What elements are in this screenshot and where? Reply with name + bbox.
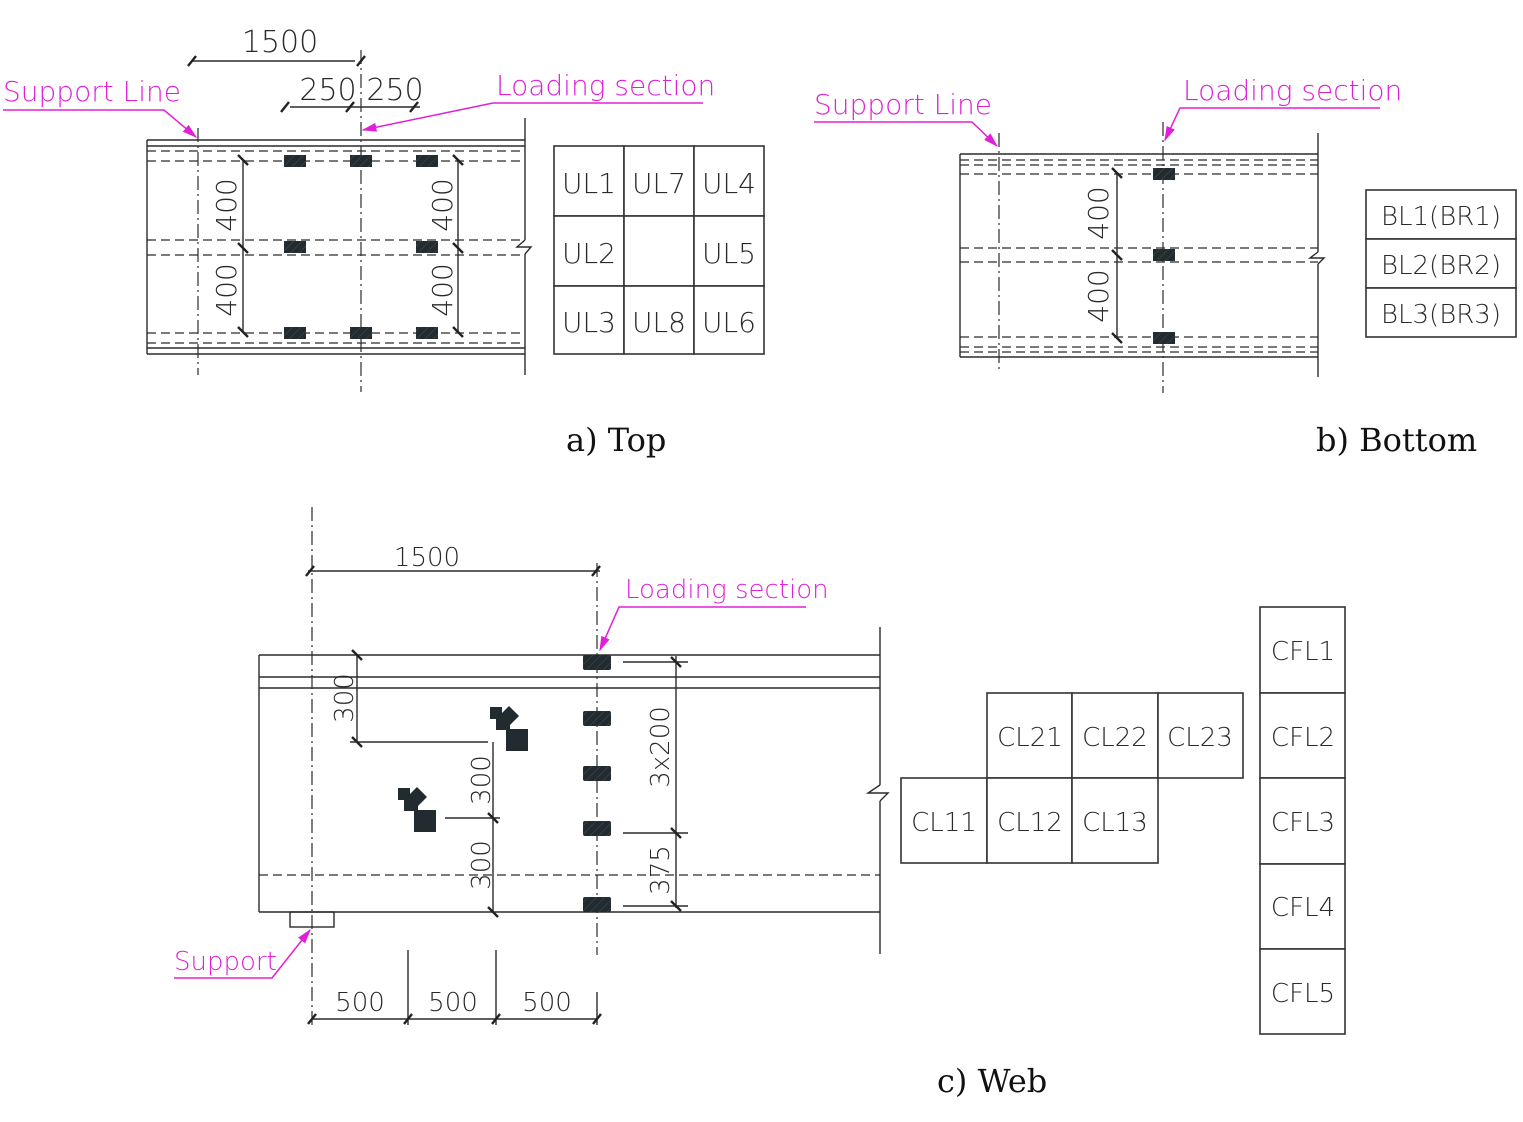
web-dim-rosette-mid: 300 [467, 755, 497, 805]
web-rosette-table: CL21 CL22 CL23 CL11 CL12 CL13 [900, 692, 1244, 864]
web-panel: 1500 300 300 300 3x200 375 500 500 500 L… [174, 507, 1346, 1100]
gauge-label-ul5: UL5 [702, 237, 756, 270]
gauge-label-cl22: CL22 [1082, 723, 1148, 753]
top-dim-right-offset: 250 [366, 73, 423, 108]
top-dim-vertical-2: 400 [210, 263, 243, 316]
web-dim-bottom-2: 500 [428, 988, 478, 1018]
web-support-leader [174, 928, 311, 979]
web-girder-outline [258, 627, 890, 954]
gauge-label-ul1: UL1 [562, 167, 616, 200]
bottom-support-line-label: Support Line [814, 88, 992, 121]
top-caption: a) Top [566, 421, 666, 459]
gauge-marker [583, 897, 611, 912]
top-loading-section-label: Loading section [496, 69, 715, 102]
top-dim-vertical-1: 400 [210, 178, 243, 231]
bottom-panel: 400 400 Support Line Loading section BL1… [814, 74, 1517, 459]
gauge-label-bl3: BL3(BR3) [1381, 300, 1501, 330]
gauge-marker [1153, 168, 1175, 180]
gauge-marker [583, 655, 611, 670]
gauge-label-ul3: UL3 [562, 306, 616, 339]
gauge-marker [583, 711, 611, 726]
gauge-label-ul2: UL2 [562, 237, 616, 270]
bottom-caption: b) Bottom [1316, 421, 1477, 459]
strain-rosette-lower [398, 787, 436, 832]
bottom-flange-outline [959, 133, 1326, 377]
web-gauges [583, 655, 611, 912]
gauge-marker [416, 241, 438, 253]
top-loading-section-leader [361, 102, 703, 132]
gauge-label-cl12: CL12 [997, 808, 1063, 838]
gauge-label-cl13: CL13 [1082, 808, 1148, 838]
gauge-marker [350, 155, 372, 167]
gauge-label-ul7: UL7 [632, 167, 686, 200]
web-dim-rosette-bottom: 300 [467, 840, 497, 890]
bottom-gauge-table: BL1(BR1) BL2(BR2) BL3(BR3) [1365, 189, 1517, 338]
gauge-marker [416, 155, 438, 167]
bottom-dim-vertical-2: 400 [1082, 269, 1115, 322]
web-loading-section-label: Loading section [625, 575, 829, 605]
gauge-marker [284, 241, 306, 253]
gauge-label-cl23: CL23 [1167, 723, 1233, 753]
bottom-dimensions [1111, 167, 1123, 344]
top-dim-left-offset: 250 [299, 73, 356, 108]
gauge-marker [284, 327, 306, 339]
top-support-line-label: Support Line [3, 75, 181, 108]
web-flange-table: CFL1 CFL2 CFL3 CFL4 CFL5 [1259, 606, 1346, 1035]
web-dim-bottom-1: 500 [335, 988, 385, 1018]
gauge-label-ul6: UL6 [702, 306, 756, 339]
gauge-label-cl21: CL21 [997, 723, 1063, 753]
web-dim-gauge-spacing: 3x200 [646, 706, 676, 788]
web-loading-section-leader [599, 606, 806, 652]
top-dim-vertical-4: 400 [426, 263, 459, 316]
top-support-line-leader [3, 109, 198, 138]
gauge-label-cfl4: CFL4 [1271, 893, 1335, 923]
gauge-marker [350, 327, 372, 339]
bottom-loading-section-label: Loading section [1183, 74, 1402, 107]
top-gauges [284, 155, 438, 339]
gauge-label-ul4: UL4 [702, 167, 756, 200]
web-dim-rosette-top: 300 [330, 673, 360, 723]
gauge-label-cfl3: CFL3 [1271, 808, 1335, 838]
gauge-label-cfl1: CFL1 [1271, 637, 1335, 667]
web-dimensions [305, 565, 688, 1025]
gauge-label-bl1: BL1(BR1) [1381, 202, 1501, 232]
gauge-marker [583, 821, 611, 836]
bottom-support-line-leader [814, 121, 999, 148]
bottom-loading-section-leader [1164, 107, 1380, 142]
gauge-label-cfl2: CFL2 [1271, 723, 1335, 753]
top-panel: 1500 250 250 400 400 400 400 Support Lin… [3, 25, 765, 459]
top-gauge-table: UL1 UL7 UL4 UL2 UL5 UL3 UL8 UL6 [553, 145, 765, 355]
strain-rosette-upper [490, 706, 528, 751]
gauge-label-cfl5: CFL5 [1271, 979, 1335, 1009]
gauge-marker [284, 155, 306, 167]
gauge-label-bl2: BL2(BR2) [1381, 251, 1501, 281]
web-dim-span: 1500 [394, 543, 460, 573]
gauge-marker [1153, 249, 1175, 261]
gauge-label-cl11: CL11 [911, 808, 977, 838]
bottom-dim-vertical-1: 400 [1082, 186, 1115, 239]
gauge-marker [1153, 332, 1175, 344]
top-dimensions [187, 55, 464, 338]
top-dim-vertical-3: 400 [426, 178, 459, 231]
web-support-label: Support [174, 947, 277, 977]
top-dim-span: 1500 [242, 25, 318, 60]
top-flange-outline [146, 118, 533, 375]
gauge-marker [583, 766, 611, 781]
web-caption: c) Web [937, 1062, 1047, 1100]
web-dim-gauge-bottom: 375 [646, 845, 676, 895]
web-dim-bottom-3: 500 [522, 988, 572, 1018]
gauge-label-ul8: UL8 [632, 306, 686, 339]
gauge-marker [416, 327, 438, 339]
